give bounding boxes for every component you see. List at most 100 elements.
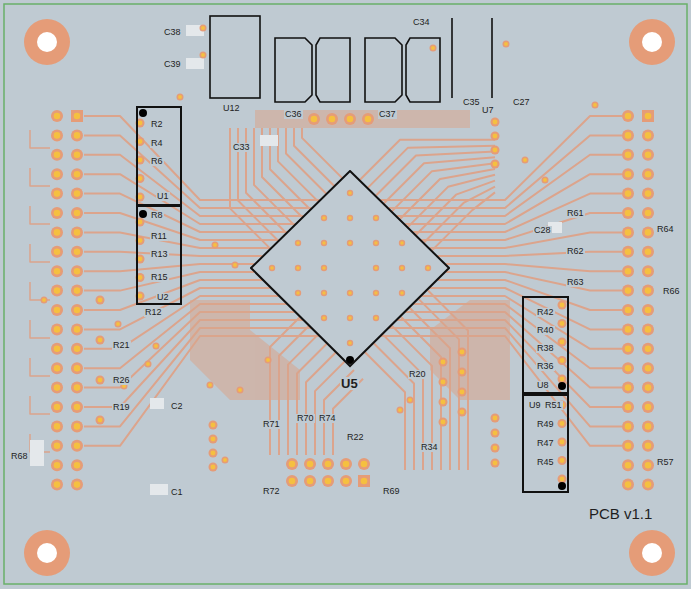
pad-center xyxy=(201,26,205,30)
pad xyxy=(622,323,634,335)
pad-center xyxy=(625,423,632,430)
pad-center xyxy=(645,307,652,314)
copper-trace xyxy=(430,232,622,248)
pad-center xyxy=(560,358,565,363)
pad-center xyxy=(74,423,81,430)
pad-center xyxy=(645,268,652,275)
pad xyxy=(286,458,298,470)
pad xyxy=(321,240,327,246)
pad xyxy=(622,304,634,316)
capacitor-outline xyxy=(275,38,312,102)
pad xyxy=(96,336,105,345)
pad xyxy=(558,319,567,328)
pad-center xyxy=(493,431,498,436)
pad xyxy=(71,401,83,413)
component-label: R51 xyxy=(544,401,563,410)
pad-center xyxy=(54,307,61,314)
pad xyxy=(347,240,353,246)
pad xyxy=(642,129,654,141)
pad xyxy=(304,458,316,470)
pad-center xyxy=(400,291,404,295)
pad-center xyxy=(560,340,565,345)
reference-designator: R61 xyxy=(566,209,585,218)
reference-designator: C33 xyxy=(232,143,251,152)
pad-center xyxy=(329,116,336,123)
pad xyxy=(399,290,405,296)
smd-pad xyxy=(150,484,168,495)
pad xyxy=(592,102,599,109)
pad xyxy=(304,475,316,487)
pad-center xyxy=(322,316,326,320)
pad xyxy=(51,285,63,297)
copper-traces xyxy=(30,116,622,470)
pad-center xyxy=(74,346,81,353)
pad-center xyxy=(307,478,314,485)
pad-center xyxy=(54,229,61,236)
smd-pad xyxy=(30,440,44,466)
pad-center xyxy=(523,158,527,162)
pad-center xyxy=(645,287,652,294)
mounting-hole xyxy=(629,530,675,576)
reference-designator: C38 xyxy=(163,28,182,37)
pad xyxy=(622,479,634,491)
pad xyxy=(71,246,83,258)
pad xyxy=(51,246,63,258)
pin-dot xyxy=(139,109,147,117)
pad-center xyxy=(74,384,81,391)
pad xyxy=(209,449,218,458)
reference-designator: R12 xyxy=(144,308,163,317)
component-label: R36 xyxy=(536,362,555,371)
component-label: U8 xyxy=(536,381,550,390)
pad xyxy=(51,265,63,277)
pad xyxy=(622,265,634,277)
pad-center xyxy=(625,307,632,314)
pad-center xyxy=(74,229,81,236)
reference-designator: R64 xyxy=(656,225,675,234)
pad-center xyxy=(138,195,143,200)
pad-center xyxy=(560,321,565,326)
mounting-hole xyxy=(24,19,70,65)
mounting-hole xyxy=(629,19,675,65)
pad-center xyxy=(504,42,508,46)
pad-center xyxy=(374,241,378,245)
copper-trace xyxy=(84,252,262,256)
pad-center xyxy=(400,241,404,245)
pad xyxy=(491,118,500,127)
component-label: R15 xyxy=(150,273,169,282)
pad xyxy=(439,418,448,427)
pad xyxy=(542,177,549,184)
pad-center xyxy=(593,103,597,107)
pad-center xyxy=(138,158,143,163)
pad xyxy=(642,323,654,335)
pad xyxy=(71,188,83,200)
pad xyxy=(51,304,63,316)
square-pad xyxy=(71,110,83,122)
pad xyxy=(622,362,634,374)
pad-center xyxy=(493,461,498,466)
pad-center xyxy=(322,291,326,295)
capacitor-outline xyxy=(406,38,440,102)
pad-center xyxy=(493,416,498,421)
pad-center xyxy=(116,322,120,326)
pad xyxy=(145,361,152,368)
pad xyxy=(115,321,122,328)
reference-designator: R34 xyxy=(420,443,439,452)
pad-center xyxy=(138,176,143,181)
pad xyxy=(177,94,184,101)
pad xyxy=(71,168,83,180)
pad-center xyxy=(74,287,81,294)
square-pad xyxy=(358,475,370,487)
pad-center xyxy=(74,152,81,159)
pad-center xyxy=(431,46,435,50)
pad xyxy=(51,226,63,238)
pad-center xyxy=(374,316,378,320)
pad xyxy=(321,215,327,221)
copper-trace xyxy=(30,320,50,338)
pad xyxy=(642,226,654,238)
pad xyxy=(71,362,83,374)
pad-center xyxy=(645,249,652,256)
copper-trace xyxy=(30,168,50,186)
pin-dot xyxy=(558,382,566,390)
pad-center xyxy=(625,190,632,197)
